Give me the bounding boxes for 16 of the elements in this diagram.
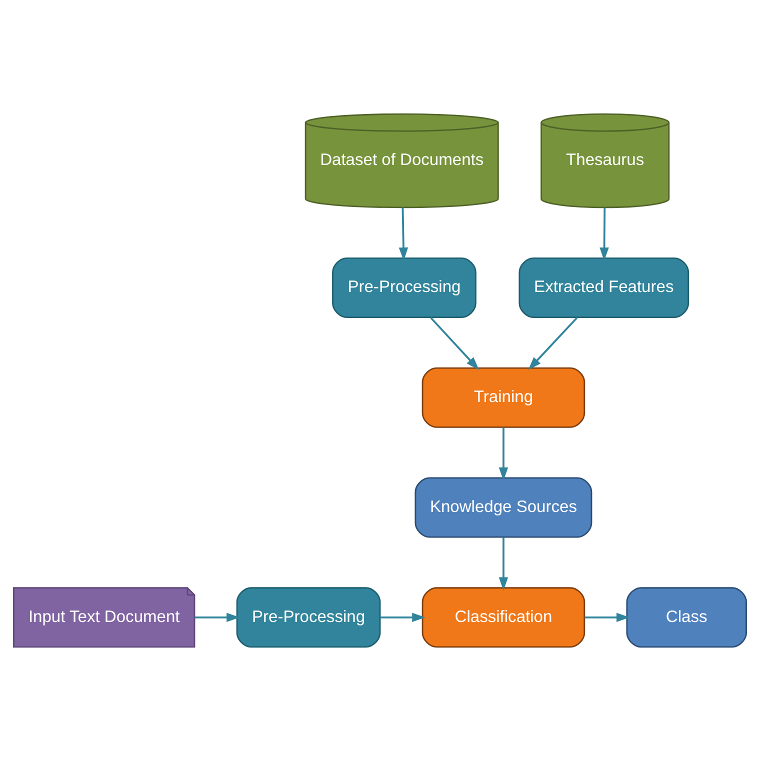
- arrow: [194, 612, 240, 622]
- node-box: Knowledge Sources: [414, 476, 592, 538]
- arrow: [398, 207, 408, 260]
- arrow: [380, 612, 425, 622]
- arrow: [498, 427, 508, 480]
- arrow: [498, 537, 508, 590]
- node-box: Pre-Processing: [332, 257, 476, 318]
- arrow: [430, 316, 479, 370]
- node-box: Extracted Features: [518, 257, 689, 318]
- arrow: [528, 316, 578, 370]
- node-box: Pre-Processing: [236, 586, 380, 648]
- node-box: Classification: [421, 586, 585, 648]
- arrow: [584, 612, 630, 622]
- node-box: Training: [421, 366, 585, 428]
- arrow: [599, 207, 608, 260]
- node-box: Class: [626, 586, 746, 648]
